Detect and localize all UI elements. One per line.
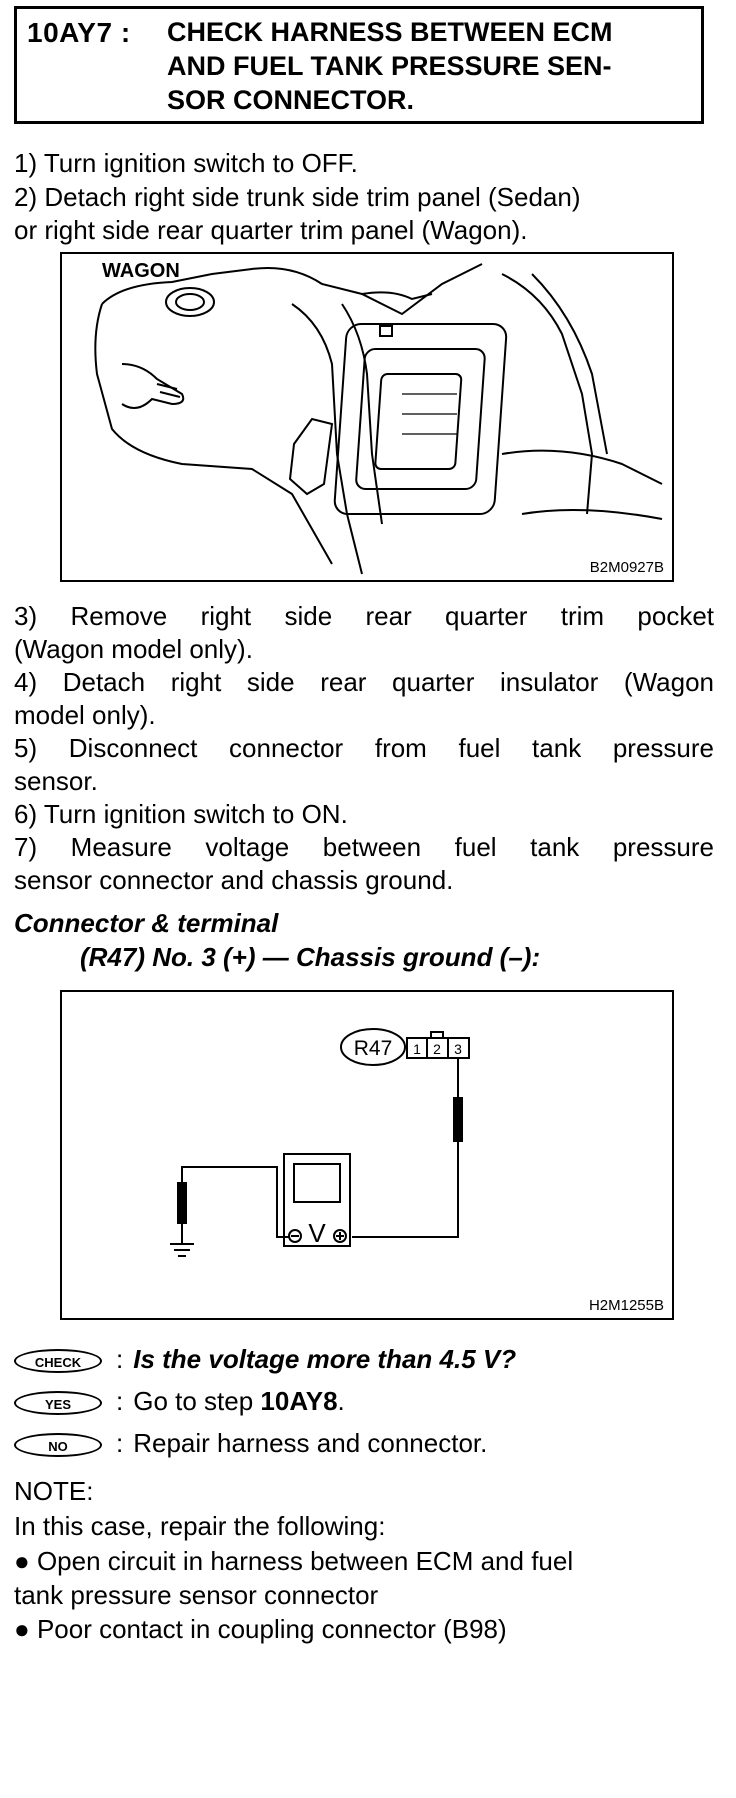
yes-row: YES: Go to step 10AY8. xyxy=(14,1386,345,1422)
step-2-text: 2) Detach right side trunk side trim pan… xyxy=(14,182,581,212)
wagon-trim-illustration xyxy=(94,263,663,575)
yes-badge: YES xyxy=(14,1391,102,1416)
no-text: Repair harness and connector. xyxy=(133,1428,488,1458)
step-2-text-cont: or right side rear quarter trim panel (W… xyxy=(14,215,528,245)
check-badge: CHECK xyxy=(14,1349,102,1374)
yes-text-pre: Go to step xyxy=(133,1386,261,1416)
wagon-trim-figure: WAGON B2M0927B xyxy=(60,252,674,582)
step-title: CHECK HARNESS BETWEEN ECM AND FUEL TANK … xyxy=(167,17,613,115)
no-row: NO: Repair harness and connector. xyxy=(14,1428,487,1464)
yes-text-post: . xyxy=(337,1386,345,1416)
step-4-text: 4) Detach right side rear quarter insula… xyxy=(14,667,714,697)
note-label: NOTE: xyxy=(14,1476,94,1506)
note-bullet-1: ● Open circuit in harness between ECM an… xyxy=(14,1546,714,1577)
note-intro: In this case, repair the following: xyxy=(14,1511,386,1541)
step-header-box: 10AY7 : CHECK HARNESS BETWEEN ECM AND FU… xyxy=(14,6,704,124)
no-badge: NO xyxy=(14,1433,102,1458)
note-bullet-1-text: Open circuit in harness between ECM and … xyxy=(36,1546,574,1576)
check-row: CHECK: Is the voltage more than 4.5 V? xyxy=(14,1344,516,1380)
steps-3-to-7: 3) Remove right side rear quarter trim p… xyxy=(14,600,714,897)
step-3-text: 3) Remove right side rear quarter trim p… xyxy=(14,601,714,631)
pin-1-label: 1 xyxy=(413,1041,421,1057)
step-7-text-cont: sensor connector and chassis ground. xyxy=(14,865,454,895)
step-5-text: 5) Disconnect connector from fuel tank p… xyxy=(14,733,714,763)
no-colon: : xyxy=(116,1428,124,1458)
note-bullet-2-text: Poor contact in coupling connector (B98) xyxy=(36,1614,507,1644)
pin-3-label: 3 xyxy=(454,1041,462,1057)
check-colon: : xyxy=(116,1344,124,1374)
voltage-measure-figure: R47 1 2 3 V H2M1255B xyxy=(60,990,674,1320)
voltmeter-symbol: V xyxy=(308,1218,326,1248)
connector-heading: Connector & terminal xyxy=(14,908,279,938)
step-6-text: 6) Turn ignition switch to ON. xyxy=(14,799,348,829)
connector-r47-label: R47 xyxy=(354,1037,393,1060)
note-bullet-1-cont: tank pressure sensor connector xyxy=(14,1580,379,1610)
note-bullet-2: ● Poor contact in coupling connector (B9… xyxy=(14,1614,507,1645)
check-question: Is the voltage more than 4.5 V? xyxy=(133,1344,517,1374)
step-3-text-cont: (Wagon model only). xyxy=(14,634,253,664)
step-id: 10AY7 : xyxy=(27,17,131,48)
step-7-text: 7) Measure voltage between fuel tank pre… xyxy=(14,832,714,862)
voltage-measure-diagram: R47 1 2 3 V xyxy=(170,1028,470,1257)
step-5-text-cont: sensor. xyxy=(14,766,98,796)
step-4-text-cont: model only). xyxy=(14,700,156,730)
figure-wagon-label: WAGON xyxy=(102,260,180,282)
step-1-text: 1) Turn ignition switch to OFF. xyxy=(14,148,358,178)
yes-next-step: 10AY8 xyxy=(260,1386,338,1416)
pin-2-label: 2 xyxy=(433,1041,441,1057)
bullet-dot: ● xyxy=(14,1546,37,1576)
yes-colon: : xyxy=(116,1386,124,1416)
connector-spec: (R47) No. 3 (+) — Chassis ground (–): xyxy=(80,942,541,972)
figure-2-code: H2M1255B xyxy=(588,1297,664,1314)
figure-1-code: B2M0927B xyxy=(589,559,664,576)
bullet-dot: ● xyxy=(14,1614,37,1644)
